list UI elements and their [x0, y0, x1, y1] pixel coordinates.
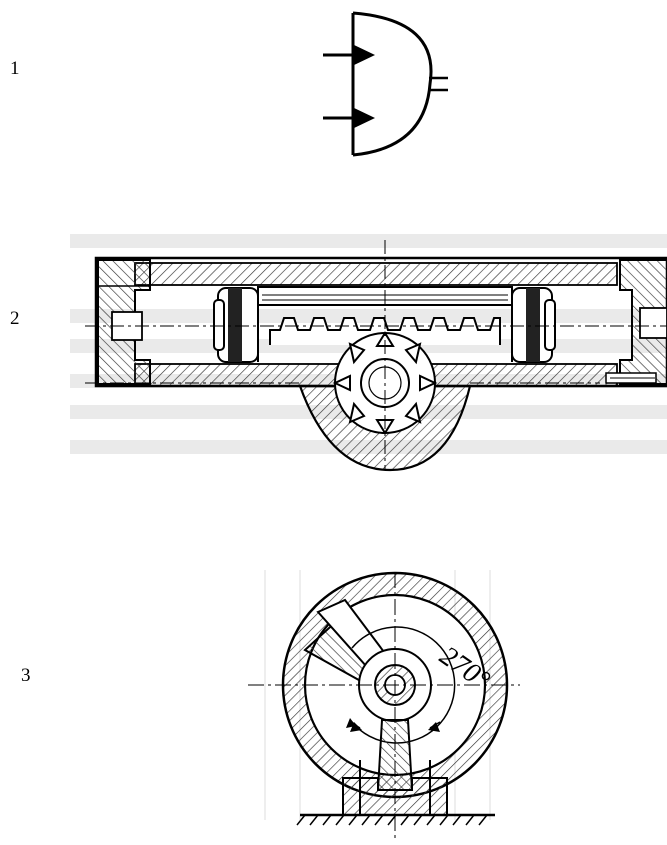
label-item-3: 3: [21, 665, 31, 686]
rotary-actuator-symbol: [323, 11, 448, 157]
rack-pinion-actuator-section: [70, 234, 667, 472]
vane-actuator-section: 270°: [248, 570, 520, 840]
label-item-2: 2: [10, 308, 20, 329]
label-item-1: 1: [10, 58, 20, 79]
